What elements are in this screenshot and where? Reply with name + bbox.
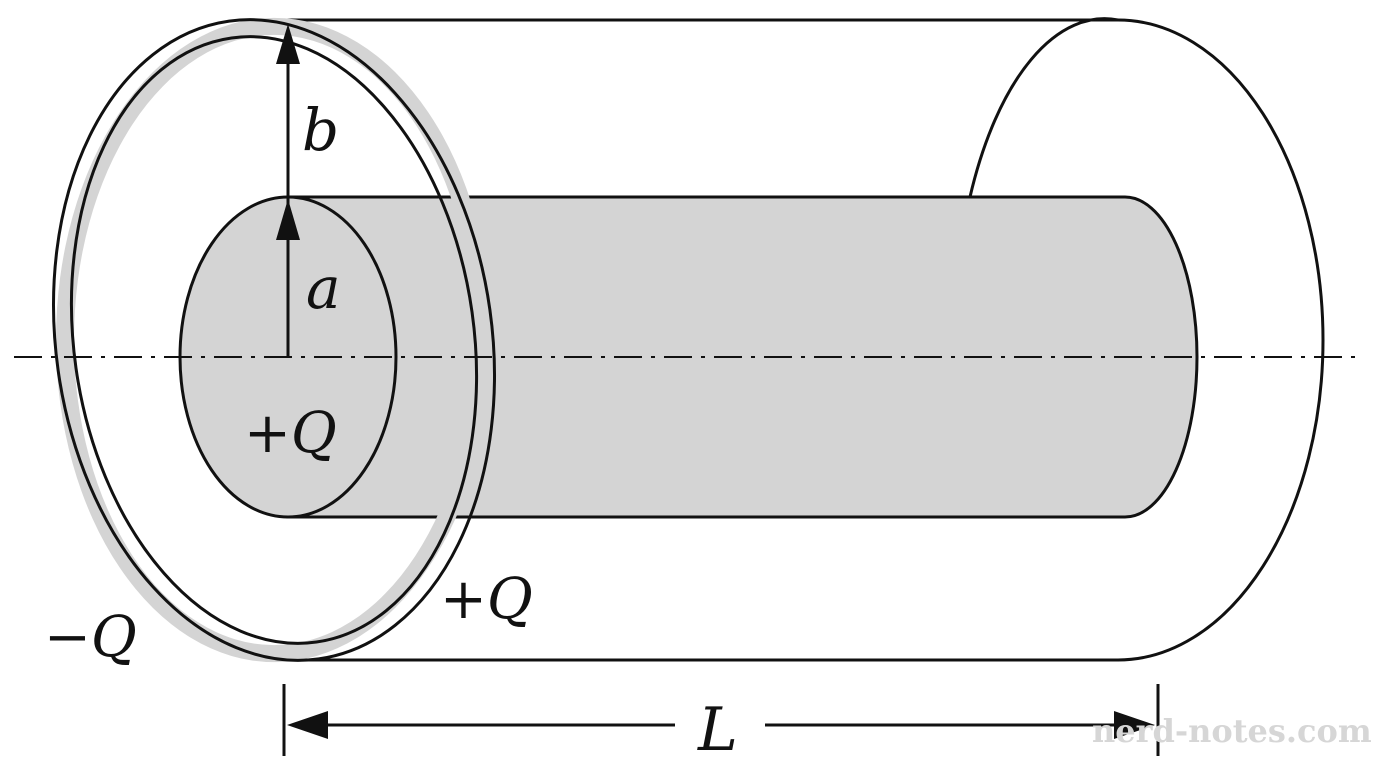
label-inner-charge: +Q: [244, 401, 337, 466]
label-shell-outer-charge: −Q: [44, 605, 137, 670]
watermark-text: nerd-notes.com: [1092, 712, 1372, 750]
outer-shell-ring-outer-edge: [52, 18, 496, 662]
label-length: L: [697, 695, 738, 765]
length-arrowhead-right: [1114, 711, 1155, 739]
label-shell-inner-charge: +Q: [440, 567, 533, 632]
radius-a-arrowhead: [276, 199, 300, 240]
outer-shell-ring-inner-edge: [69, 35, 479, 645]
outer-cylinder-back-arc: [968, 17, 1119, 198]
length-arrowhead-left: [287, 711, 328, 739]
inner-cylinder-body: [286, 195, 1199, 519]
radius-b-arrowhead: [276, 24, 300, 64]
label-radius-a: a: [306, 254, 341, 322]
label-radius-b: b: [302, 96, 339, 164]
